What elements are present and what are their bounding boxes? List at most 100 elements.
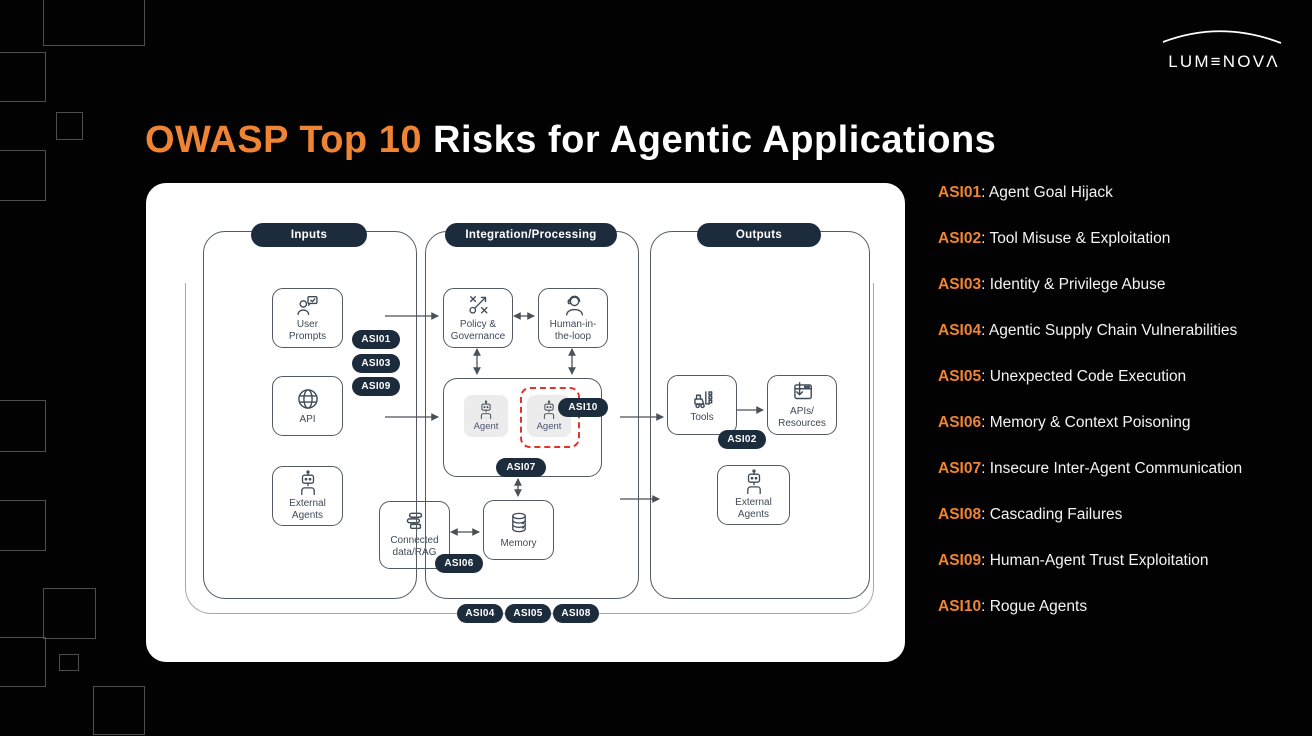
- node-label: Connected data/RAG: [390, 535, 439, 558]
- window-download-icon: [789, 380, 815, 404]
- decor-square: [43, 588, 96, 639]
- node-label: API: [299, 414, 316, 426]
- badge-asi08: ASI08: [553, 604, 599, 623]
- risk-name: Cascading Failures: [989, 506, 1123, 523]
- robot-icon: [742, 469, 766, 495]
- risk-name: Memory & Context Poisoning: [989, 414, 1191, 431]
- badge-asi03: ASI03: [352, 354, 400, 373]
- decor-square: [0, 400, 46, 452]
- decor-square: [43, 0, 145, 46]
- node-apis-resources: APIs/ Resources: [767, 375, 837, 435]
- risk-name: Agent Goal Hijack: [988, 184, 1113, 201]
- badge-label: ASI02: [727, 434, 757, 445]
- section-pill-outputs: Outputs: [697, 223, 821, 247]
- section-pill-integration: Integration/Processing: [445, 223, 617, 247]
- badge-asi06: ASI06: [435, 554, 483, 573]
- risk-separator: :: [981, 276, 990, 293]
- decor-square: [93, 686, 145, 735]
- section-label: Inputs: [290, 229, 328, 241]
- risk-name: Human-Agent Trust Exploitation: [989, 552, 1209, 569]
- risk-id: ASI02: [938, 230, 982, 247]
- section-label: Outputs: [735, 229, 783, 241]
- risk-id: ASI04: [938, 322, 982, 339]
- risk-separator: :: [981, 552, 990, 569]
- badge-label: ASI04: [465, 608, 495, 619]
- node-api: API: [272, 376, 343, 436]
- decor-square: [0, 500, 46, 551]
- badge-asi10: ASI10: [558, 398, 608, 417]
- page-title: OWASP Top 10 Risks for Agentic Applicati…: [145, 119, 996, 162]
- risk-id: ASI07: [938, 460, 982, 477]
- badge-asi04: ASI04: [457, 604, 503, 623]
- risk-id: ASI06: [938, 414, 982, 431]
- badge-asi02: ASI02: [718, 430, 766, 449]
- risk-name: Rogue Agents: [989, 598, 1088, 615]
- risk-item-asi02: ASI02: Tool Misuse & Exploitation: [938, 227, 1270, 250]
- title-highlight: OWASP Top 10: [145, 119, 422, 162]
- headset-person-icon: [561, 293, 586, 317]
- risk-item-asi05: ASI05: Unexpected Code Execution: [938, 365, 1270, 388]
- decor-square: [59, 654, 79, 671]
- node-label: Memory: [500, 537, 537, 549]
- node-policy-governance: Policy & Governance: [443, 288, 513, 348]
- badge-label: ASI06: [444, 558, 474, 569]
- section-pill-inputs: Inputs: [251, 223, 367, 247]
- badge-asi07: ASI07: [496, 458, 546, 477]
- risk-item-asi01: ASI01: Agent Goal Hijack: [938, 181, 1270, 204]
- decor-square: [0, 150, 46, 201]
- badge-label: ASI05: [513, 608, 543, 619]
- globe-icon: [295, 386, 321, 412]
- risk-separator: :: [981, 460, 990, 477]
- node-agent-left: Agent: [464, 395, 508, 437]
- node-label: External Agents: [735, 497, 772, 520]
- logo-arc-icon: [1162, 30, 1282, 44]
- risk-item-asi07: ASI07: Insecure Inter-Agent Communicatio…: [938, 457, 1270, 480]
- risk-separator: :: [981, 506, 990, 523]
- node-label: Human-in- the-loop: [549, 319, 597, 342]
- title-rest: Risks for Agentic Applications: [421, 119, 997, 162]
- logo-text: LUM≡NOVΛ: [1168, 52, 1280, 71]
- node-connected-data: Connected data/RAG: [379, 501, 450, 569]
- risk-id: ASI03: [938, 276, 982, 293]
- risk-name: Identity & Privilege Abuse: [989, 276, 1166, 293]
- node-label: Agent: [536, 420, 562, 432]
- section-label: Integration/Processing: [465, 229, 597, 241]
- risk-id: ASI09: [938, 552, 982, 569]
- node-external-agents-outputs: External Agents: [717, 465, 790, 525]
- node-label: External Agents: [289, 498, 326, 521]
- badge-label: ASI03: [361, 358, 391, 369]
- risk-id: ASI08: [938, 506, 982, 523]
- diagram-card: Connected data/RAG: [146, 183, 905, 662]
- node-external-agents-inputs: External Agents: [272, 466, 343, 526]
- risk-name: Agentic Supply Chain Vulnerabilities: [988, 322, 1238, 339]
- decor-square: [56, 112, 83, 140]
- robot-icon: [296, 470, 320, 496]
- risk-separator: :: [981, 414, 990, 431]
- robot-icon: [477, 400, 495, 420]
- badge-label: ASI07: [506, 462, 536, 473]
- books-icon: [402, 511, 428, 533]
- agents-container: Agent Agent ASI10: [443, 378, 608, 477]
- robot-icon: [540, 400, 558, 420]
- badge-label: ASI10: [568, 402, 598, 413]
- risk-name: Tool Misuse & Exploitation: [989, 230, 1171, 247]
- node-tools: Tools: [667, 375, 737, 435]
- node-label: Tools: [690, 411, 714, 423]
- risk-name: Unexpected Code Execution: [989, 368, 1187, 385]
- risk-separator: :: [981, 322, 989, 339]
- risk-separator: :: [981, 230, 990, 247]
- node-memory: Memory: [483, 500, 554, 560]
- badge-label: ASI08: [561, 608, 591, 619]
- risk-separator: :: [981, 184, 989, 201]
- database-icon: [507, 511, 531, 536]
- strategy-icon: [466, 293, 491, 317]
- risk-list: ASI01: Agent Goal Hijack ASI02: Tool Mis…: [938, 181, 1270, 641]
- forklift-icon: [689, 387, 715, 410]
- rogue-agent-highlight: Agent: [520, 387, 580, 448]
- risk-id: ASI05: [938, 368, 982, 385]
- badge-asi05: ASI05: [505, 604, 551, 623]
- node-label: Policy & Governance: [450, 319, 506, 342]
- risk-separator: :: [981, 368, 990, 385]
- badge-label: ASI09: [361, 381, 391, 392]
